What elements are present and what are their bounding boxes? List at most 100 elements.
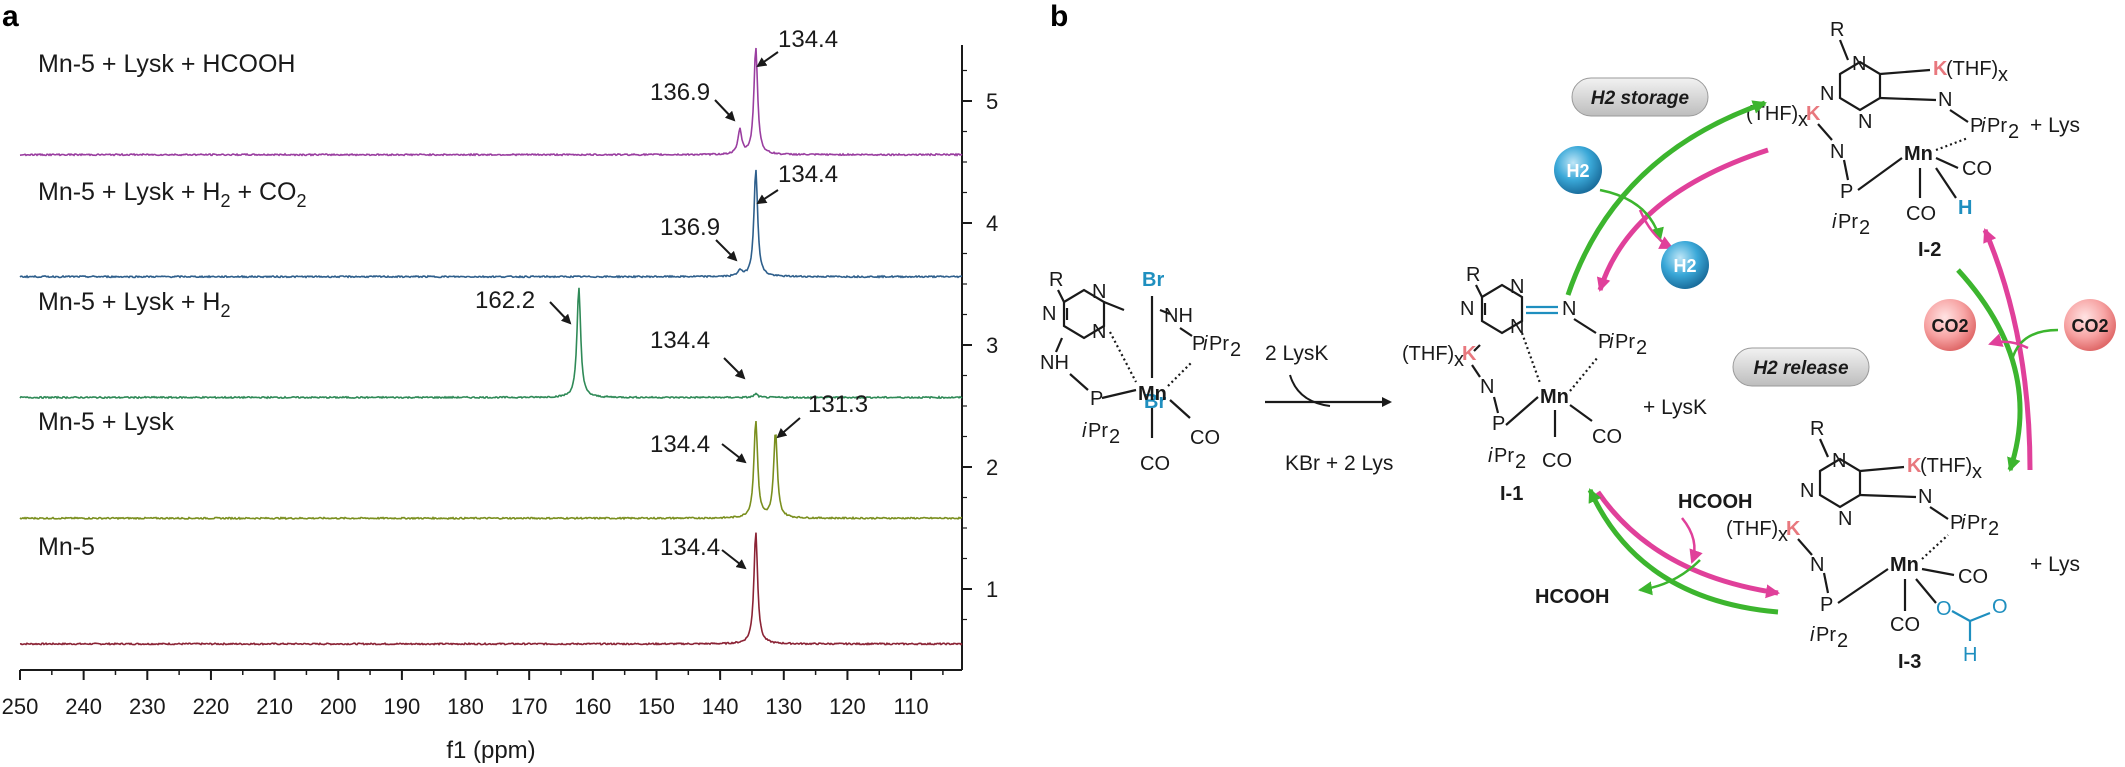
svg-text:x: x xyxy=(1778,524,1788,546)
x-tick-label: 110 xyxy=(894,694,929,719)
byproduct-label: KBr + 2 Lys xyxy=(1285,452,1393,475)
green-arrow-right xyxy=(1956,268,2023,472)
svg-text:CO: CO xyxy=(1190,427,1220,449)
peak-arrow xyxy=(723,357,746,380)
peak-arrow xyxy=(715,239,738,262)
peak-label: 134.4 xyxy=(660,534,720,561)
peak-arrow xyxy=(756,51,779,68)
svg-text:CO: CO xyxy=(1890,614,1920,636)
x-tick-label: 230 xyxy=(129,694,166,719)
peak-arrow xyxy=(714,99,736,122)
svg-text:Br: Br xyxy=(1142,269,1164,291)
peak-label: 136.9 xyxy=(650,79,710,106)
peak-label: 134.4 xyxy=(650,431,710,458)
svg-text:i: i xyxy=(1488,445,1493,467)
svg-text:i: i xyxy=(1609,331,1614,353)
svg-text:NH: NH xyxy=(1164,305,1193,327)
panel-b-label: b xyxy=(1050,0,1068,33)
svg-text:N: N xyxy=(1800,480,1814,502)
svg-text:N: N xyxy=(1092,321,1106,343)
green-arrow-storage xyxy=(1565,100,1767,296)
svg-text:N: N xyxy=(1510,276,1524,298)
svg-text:N: N xyxy=(1820,83,1834,105)
series-label: Mn-5 + Lysk xyxy=(38,408,174,436)
svg-text:2: 2 xyxy=(1837,630,1848,652)
hcooh-out-label: HCOOH xyxy=(1535,586,1609,608)
svg-text:K: K xyxy=(1462,343,1477,365)
reagent-label: 2 LysK xyxy=(1265,342,1328,365)
reaction-arrow: 2 LysK KBr + 2 Lys xyxy=(1265,342,1393,475)
h2-molecule-out: H2 xyxy=(1661,241,1709,289)
y-tick-label: 2 xyxy=(986,455,998,480)
svg-text:H: H xyxy=(1963,644,1977,666)
peak-label: 162.2 xyxy=(475,287,535,314)
svg-text:N: N xyxy=(1810,554,1824,576)
svg-text:(THF): (THF) xyxy=(1726,518,1778,540)
svg-text:i: i xyxy=(1981,115,1986,137)
svg-text:N: N xyxy=(1460,298,1474,320)
peak-label: 134.4 xyxy=(650,327,710,354)
svg-text:2: 2 xyxy=(1515,451,1526,473)
svg-text:CO: CO xyxy=(1906,203,1936,225)
svg-text:N: N xyxy=(1092,281,1106,303)
svg-text:Pr: Pr xyxy=(1967,512,1987,534)
svg-text:R: R xyxy=(1466,264,1480,286)
peak-arrow xyxy=(549,301,572,325)
svg-text:i: i xyxy=(1810,624,1815,646)
svg-text:N: N xyxy=(1852,53,1866,75)
x-tick-label: 190 xyxy=(384,694,421,719)
svg-text:R: R xyxy=(1830,19,1844,41)
magenta-arrow-release xyxy=(1596,147,1769,292)
x-tick-label: 220 xyxy=(193,694,230,719)
magenta-arrow-bottom xyxy=(1595,490,1780,599)
svg-text:H2: H2 xyxy=(1566,161,1589,181)
svg-text:i: i xyxy=(1203,333,1208,355)
y-tick-label: 3 xyxy=(986,333,998,358)
svg-text:Pr: Pr xyxy=(1615,331,1635,353)
svg-text:i: i xyxy=(1082,420,1087,442)
plus-lys-bottom: + Lys xyxy=(2030,553,2080,576)
intermediate-i2: R N N N K (THF) x N P i Pr 2 + Lys (THF)… xyxy=(1746,19,2080,239)
svg-text:2: 2 xyxy=(1988,518,1999,540)
peak-label: 136.9 xyxy=(660,214,720,241)
svg-text:i: i xyxy=(1832,211,1837,233)
svg-text:Mn: Mn xyxy=(1540,386,1569,408)
svg-text:O: O xyxy=(1936,598,1952,620)
plus-lys-top: + Lys xyxy=(2030,114,2080,137)
svg-text:x: x xyxy=(1454,349,1464,371)
svg-text:CO: CO xyxy=(1140,453,1170,475)
svg-text:K: K xyxy=(1933,58,1948,80)
starting-complex: R N N N NH P i Pr 2 Br . . Br Mn NH P i … xyxy=(1040,269,1241,475)
svg-text:Pr: Pr xyxy=(1816,624,1836,646)
x-tick-label: 250 xyxy=(2,694,39,719)
svg-text:2: 2 xyxy=(1230,339,1241,361)
svg-text:N: N xyxy=(1832,450,1846,472)
svg-text:Pr: Pr xyxy=(1987,115,2007,137)
svg-text:P: P xyxy=(1598,331,1611,353)
svg-text:N: N xyxy=(1042,303,1056,325)
x-tick-label: 150 xyxy=(638,694,675,719)
co2-molecule-out: CO2 xyxy=(1924,299,1976,351)
svg-text:x: x xyxy=(1798,109,1808,131)
x-tick-label: 140 xyxy=(702,694,739,719)
svg-text:Pr: Pr xyxy=(1838,211,1858,233)
svg-text:Mn: Mn xyxy=(1890,554,1919,576)
svg-text:P: P xyxy=(1090,388,1103,410)
plus-lysk: + LysK xyxy=(1643,396,1707,419)
peak-arrow xyxy=(721,549,747,570)
co2-molecule-in: CO2 xyxy=(2064,299,2116,351)
svg-text:N: N xyxy=(1858,111,1872,133)
svg-text:(THF): (THF) xyxy=(1920,455,1972,477)
svg-text:CO: CO xyxy=(1592,426,1622,448)
svg-text:CO: CO xyxy=(1962,158,1992,180)
panel-a-label: a xyxy=(2,0,19,33)
x-tick-label: 200 xyxy=(320,694,357,719)
x-tick-label: 240 xyxy=(65,694,102,719)
series-label: Mn-5 xyxy=(38,533,95,561)
x-tick-label: 120 xyxy=(829,694,866,719)
svg-text:K: K xyxy=(1806,103,1821,125)
svg-text:2: 2 xyxy=(1859,217,1870,239)
peak-label: 131.3 xyxy=(808,391,868,418)
